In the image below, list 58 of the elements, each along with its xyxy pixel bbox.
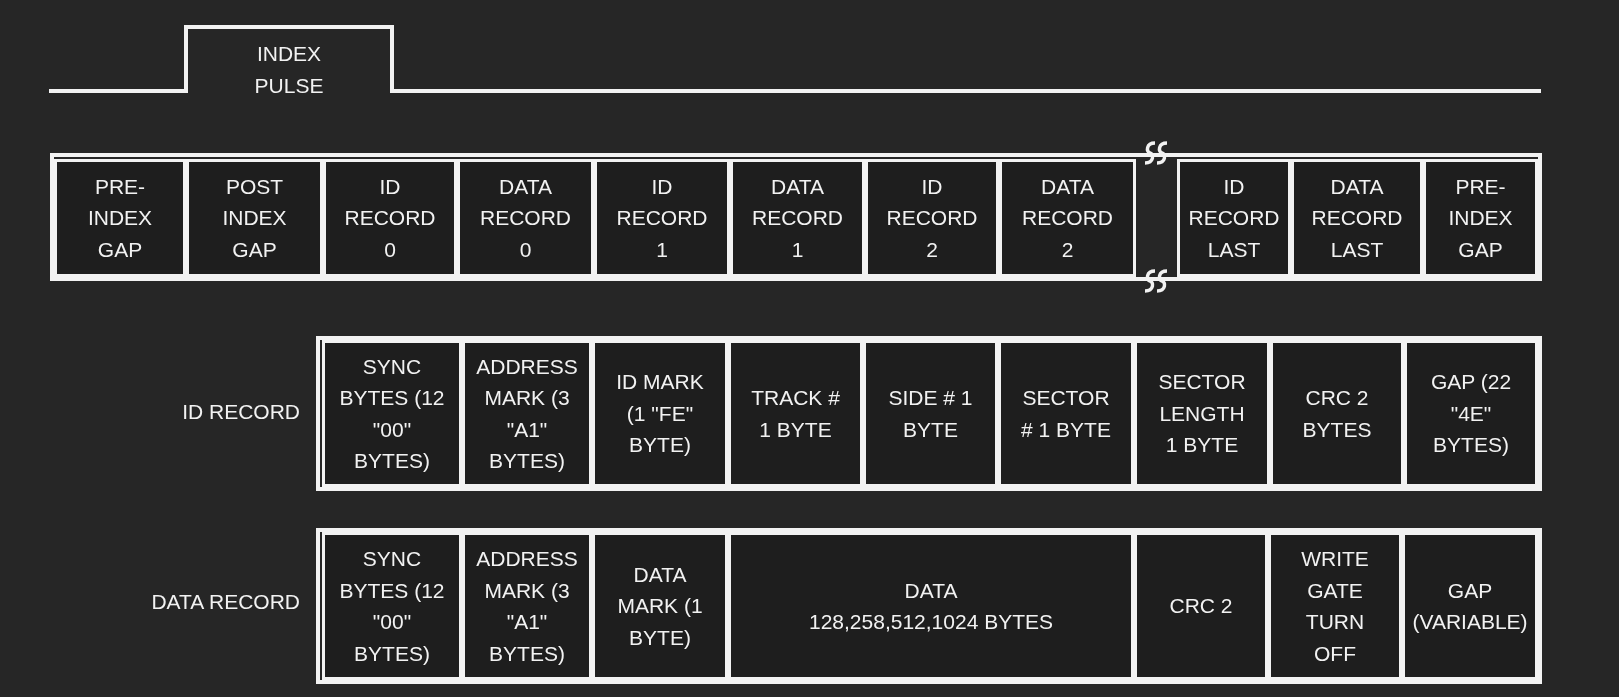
field-label: SECTOR # 1 BYTE [1020, 385, 1112, 443]
field-box [1268, 532, 1402, 680]
field-box [998, 340, 1134, 487]
field-label: ID MARK (1 "FE" BYTE) [615, 369, 705, 459]
field-box [865, 159, 999, 277]
field-box [1402, 532, 1538, 680]
field-box [322, 532, 462, 680]
field-box [1291, 159, 1423, 277]
field-label: GAP (22 "4E" BYTES) [1429, 369, 1513, 459]
field-label: 128,258,512,1024 BYTES [809, 609, 1053, 635]
field-label: PRE- INDEX GAP [86, 173, 154, 263]
field-box [462, 532, 592, 680]
field-box [1404, 340, 1538, 487]
field-box [1134, 340, 1270, 487]
field-box [54, 159, 186, 277]
field-label: ID RECORD 1 [615, 173, 709, 263]
field-label: CRC 2 BYTES [1301, 385, 1373, 443]
field-label: CRC 2 [1169, 593, 1233, 620]
field-box [322, 340, 462, 487]
field-box [592, 340, 728, 487]
field-box [728, 340, 863, 487]
field-box [186, 159, 323, 277]
field-box [999, 159, 1136, 277]
field-box [1134, 532, 1268, 680]
field-label: DATA RECORD 0 [479, 173, 572, 263]
field-box [594, 159, 730, 277]
field-label: DATA MARK (1 BYTE) [616, 561, 704, 651]
field-label: PRE- INDEX GAP [1447, 173, 1514, 263]
signal-label: INDEX PULSE [253, 41, 325, 99]
field-box [323, 159, 457, 277]
field-label: POST INDEX GAP [221, 173, 288, 263]
field-label: ADDRESS MARK (3 "A1" BYTES) [476, 353, 578, 474]
field-label: SYNC BYTES (12 "00" BYTES) [339, 546, 445, 667]
field-label: DATA RECORD 2 [1021, 173, 1114, 263]
field-box [1177, 159, 1291, 277]
field-label: ADDRESS MARK (3 "A1" BYTES) [476, 546, 578, 667]
field-label: SIDE # 1 BYTE [887, 385, 974, 443]
row-label: ID RECORD [181, 399, 300, 425]
field-label: DATA RECORD LAST [1310, 173, 1404, 263]
field-label: SECTOR LENGTH 1 BYTE [1157, 369, 1247, 459]
field-box [457, 159, 594, 277]
field-label: WRITE GATE TURN OFF [1300, 546, 1370, 667]
field-box [730, 159, 865, 277]
field-label: ID RECORD 0 [343, 173, 437, 263]
field-box [462, 340, 592, 487]
field-box [863, 340, 998, 487]
field-box [1423, 159, 1538, 277]
field-box [1270, 340, 1404, 487]
field-label: DATA [904, 577, 958, 604]
field-label: TRACK # 1 BYTE [750, 385, 841, 443]
field-label: SYNC BYTES (12 "00" BYTES) [339, 353, 445, 474]
field-box [592, 532, 728, 680]
field-label: ID RECORD 2 [885, 173, 979, 263]
field-label: DATA RECORD 1 [751, 173, 844, 263]
field-label: ID RECORD LAST [1188, 173, 1280, 263]
field-label: GAP (VARIABLE) [1412, 577, 1528, 635]
row-label: DATA RECORD [150, 589, 300, 615]
field-box [728, 532, 1134, 680]
